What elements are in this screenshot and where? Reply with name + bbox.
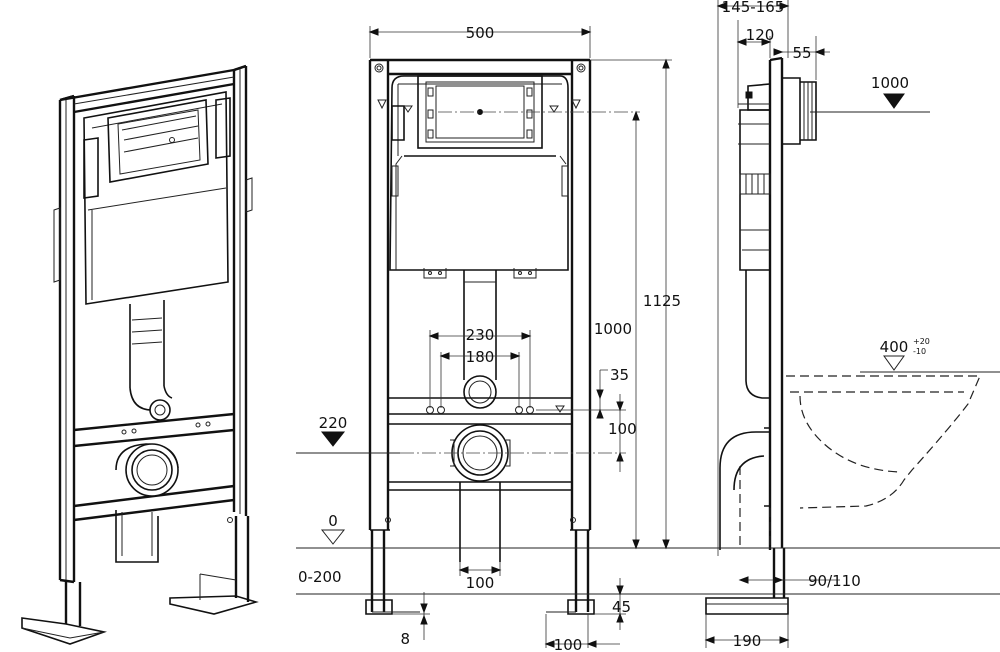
dim-bowl-height: 400 [880, 338, 909, 356]
level-marker-0 [320, 529, 346, 545]
dim-drain-height: 220 [319, 414, 348, 432]
level-markers [320, 93, 905, 545]
dim-foot-offset: 8 [400, 630, 410, 648]
level-marker-220 [320, 431, 346, 447]
dim-frame-width: 500 [466, 24, 495, 42]
dim-side-depth: 120 [746, 26, 775, 44]
dim-side-offset-range: 145-165 [722, 0, 785, 16]
dim-bolt-vertical: 100 [608, 420, 637, 438]
dimension-lines [368, 0, 840, 648]
dim-bowl-tol-plus: +20 [913, 337, 930, 346]
dim-drain-pipe-width: 100 [466, 574, 495, 592]
level-lines [296, 111, 1000, 595]
level-marker-1000 [883, 93, 905, 109]
dimension-labels: 500 145-165 120 55 1000 1125 1000 230 18… [298, 0, 930, 652]
dim-side-foot-width: 190 [733, 632, 762, 650]
dim-flush-height: 1000 [871, 74, 909, 92]
dim-bolt-offset: 35 [610, 366, 629, 384]
dim-bolt-spacing-outer: 230 [466, 326, 495, 344]
front-view [365, 58, 640, 615]
dim-drain-diameter: 90/110 [808, 572, 861, 590]
dim-foot-width: 100 [554, 636, 583, 652]
dim-bowl-tol-minus: -10 [913, 347, 926, 356]
dim-foot-height: 45 [612, 598, 631, 616]
perspective-view [21, 64, 259, 645]
dim-total-height: 1125 [643, 292, 681, 310]
dim-floor-level: 0 [328, 512, 338, 530]
side-view [705, 56, 981, 615]
dim-outlet-projection: 55 [792, 44, 811, 62]
dim-bolt-spacing-inner: 180 [466, 348, 495, 366]
dim-adjust-range: 0-200 [298, 568, 342, 586]
level-marker-400 [883, 355, 905, 371]
dim-front-flush-height: 1000 [594, 320, 632, 338]
